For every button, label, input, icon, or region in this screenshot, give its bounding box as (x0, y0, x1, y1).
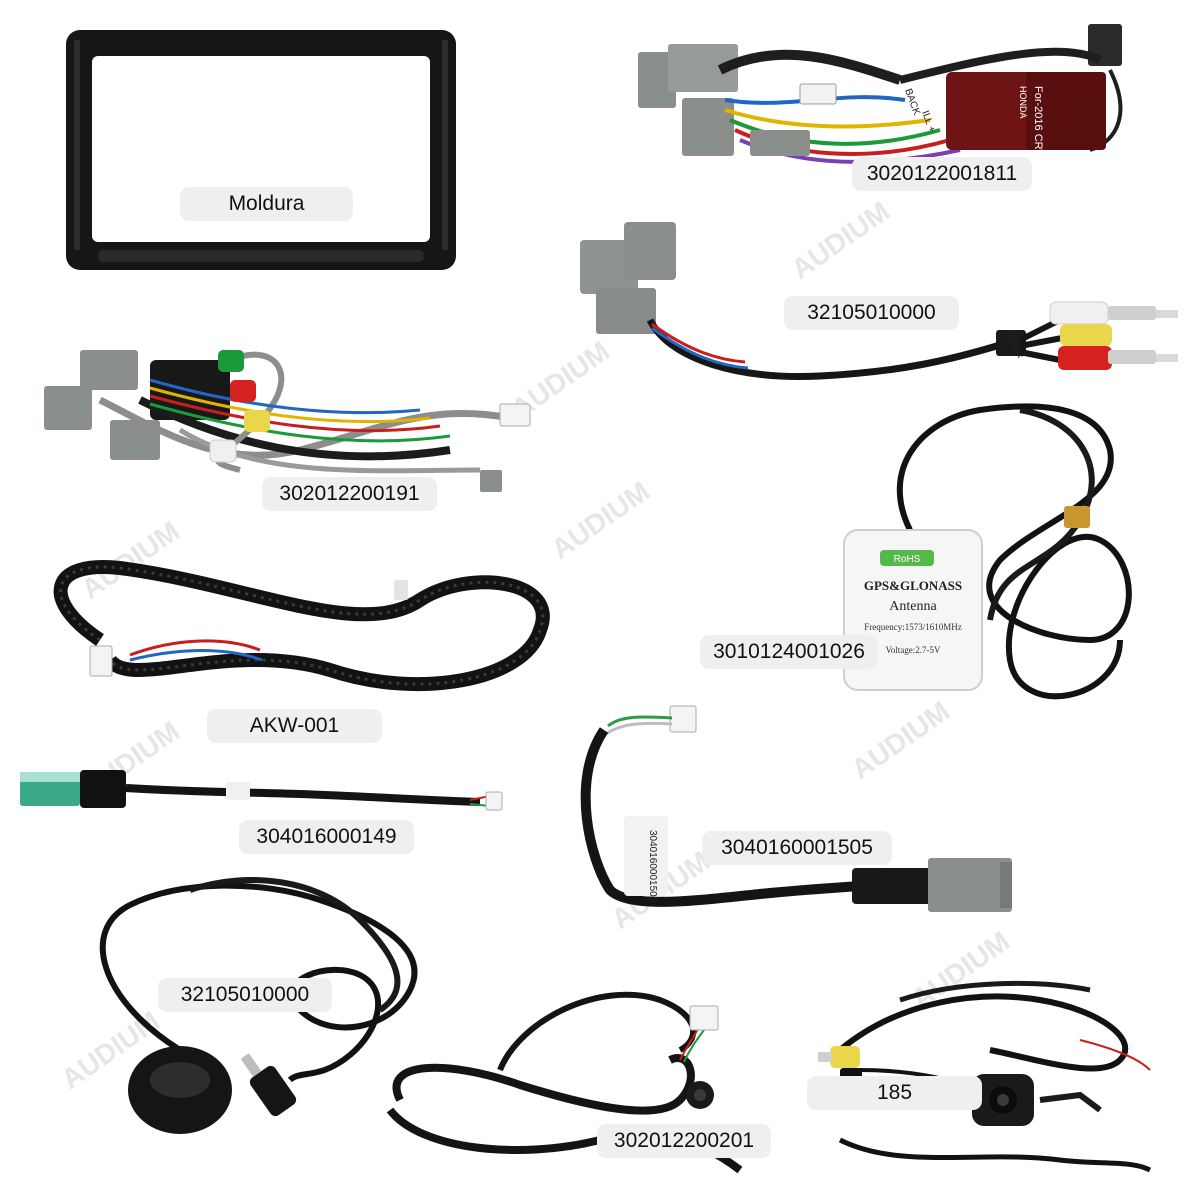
part-label-main-harness: 302012200191 (262, 477, 437, 511)
watermark-text: AUDIUM (786, 195, 896, 285)
part-label-microphone: 32105010000 (158, 978, 332, 1012)
part-label-usb-cable: 304016000149 (239, 820, 414, 854)
watermark-text: AUDIUM (76, 515, 186, 605)
canbus-adapter-cable: 3040160001505 (580, 705, 1012, 912)
usb-extension-cable (53, 560, 550, 692)
dash-frame (66, 30, 456, 270)
adapter-sticker-text: 3040160001505 (647, 830, 658, 903)
gps-antenna: RoHS GPS&GLONASS Antenna Frequency:1573/… (843, 403, 1132, 700)
wire-back-text: BACK (902, 87, 922, 117)
decoder-model-text: For-2016 CRV (1032, 86, 1044, 157)
watermark-text: AUDIUM (546, 475, 656, 565)
decoder-brand-text: HONDA (1018, 86, 1028, 119)
part-label-moldura: Moldura (180, 187, 353, 221)
part-label-sensor-cable: 302012200201 (597, 1124, 771, 1158)
watermark-text: AUDIUM (846, 695, 956, 785)
microphone (99, 877, 418, 1134)
part-label-aux-cable: 32105010000 (784, 296, 959, 330)
power-harness: For-2016 CRV HONDA BACK ILL + (638, 24, 1123, 164)
main-harness (44, 350, 531, 492)
antenna-voltage-text: Voltage:2.7-5V (885, 645, 941, 655)
part-label-usb-extension: AKW-001 (207, 709, 382, 743)
aux-rca-cable: AUX R (580, 222, 1178, 380)
antenna-brand-text: GPS&GLONASS (864, 578, 962, 593)
part-label-gps-antenna: 3010124001026 (700, 635, 878, 669)
usb-cable (20, 770, 503, 811)
part-label-canbus-adapter: 3040160001505 (702, 831, 892, 865)
part-label-power-harness: 3020122001811 (852, 157, 1032, 191)
part-label-camera: 185 (807, 1076, 982, 1110)
antenna-name-text: Antenna (889, 599, 937, 614)
antenna-rohs-text: RoHS (894, 554, 921, 565)
antenna-frequency-text: Frequency:1573/1610MHz (864, 622, 961, 632)
